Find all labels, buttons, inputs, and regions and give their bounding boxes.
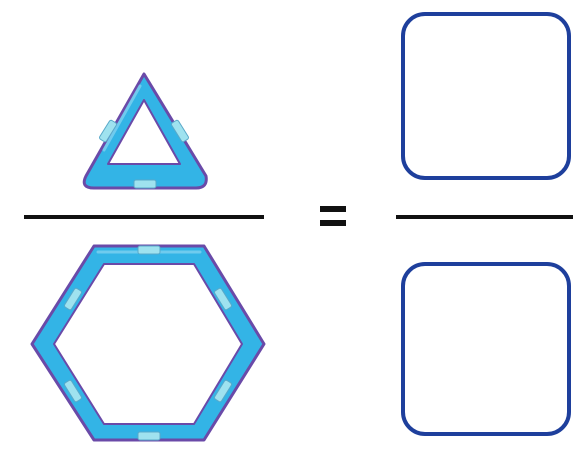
- numerator-answer-box[interactable]: [401, 12, 571, 180]
- triangle-tile: [82, 72, 208, 190]
- equals-sign: [320, 206, 346, 226]
- hexagon-tile: [30, 244, 266, 442]
- denominator-answer-box[interactable]: [401, 262, 571, 436]
